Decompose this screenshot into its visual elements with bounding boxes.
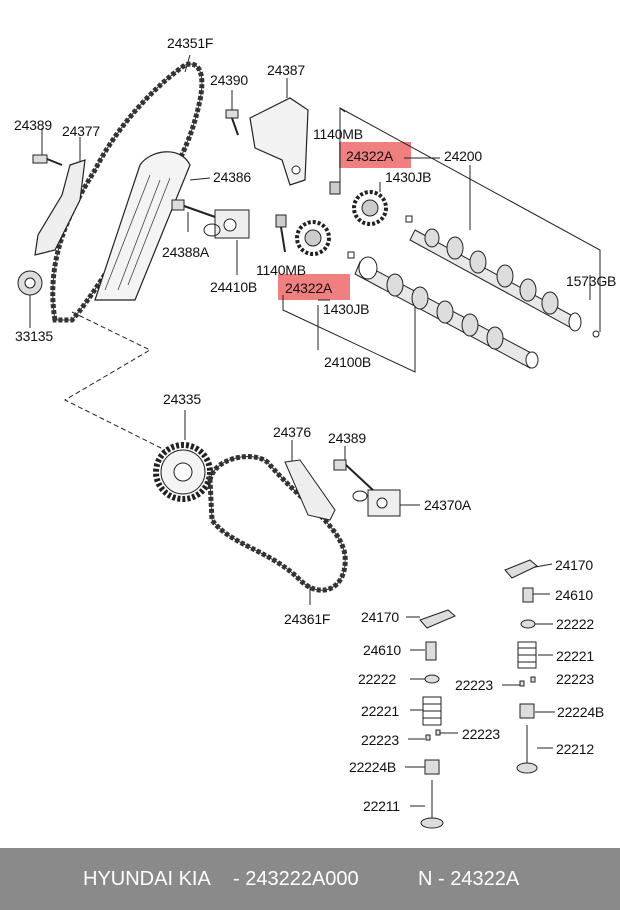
label-24335: 24335 xyxy=(163,391,201,407)
label-24410B: 24410B xyxy=(210,279,258,295)
label-22224B-right: 22224B xyxy=(557,704,605,720)
label-24170-right: 24170 xyxy=(555,557,593,573)
label-24610-left: 24610 xyxy=(363,642,401,658)
label-22223-left: 22223 xyxy=(361,732,399,748)
label-22221-left: 22221 xyxy=(361,703,399,719)
label-22212: 22212 xyxy=(556,741,594,757)
label-22223-center: 22223 xyxy=(462,726,500,742)
diagram-drawing xyxy=(17,54,601,829)
label-22224B-left: 22224B xyxy=(349,759,397,775)
label-24170-left: 24170 xyxy=(361,609,399,625)
highlight-24322A-mid xyxy=(278,274,350,300)
label-24370A: 24370A xyxy=(424,497,472,513)
label-22211: 22211 xyxy=(363,798,400,814)
footer-bar: HYUNDAI KIA - 243222A000 N - 24322A xyxy=(0,848,620,910)
label-24377: 24377 xyxy=(62,123,100,139)
label-1430JB-top: 1430JB xyxy=(385,169,432,185)
label-24322A-top: 24322A xyxy=(346,148,394,164)
label-24322A-mid: 24322A xyxy=(285,280,333,296)
highlight-24322A-top xyxy=(339,142,411,168)
footer-brand: HYUNDAI KIA xyxy=(83,868,211,890)
label-24388A: 24388A xyxy=(162,244,210,260)
label-22221-right: 22221 xyxy=(556,648,594,664)
label-22223-right: 22223 xyxy=(556,671,594,687)
label-1140MB-top: 1140MB xyxy=(313,126,363,142)
label-24387: 24387 xyxy=(267,62,305,78)
label-24100B: 24100B xyxy=(324,354,372,370)
label-24200: 24200 xyxy=(444,148,482,164)
label-24376: 24376 xyxy=(273,424,311,440)
label-24390: 24390 xyxy=(210,72,248,88)
exploded-parts-diagram: 24351F 24390 24387 24389 24377 1140MB 24… xyxy=(14,35,617,829)
footer-part-number: - 243222A000 xyxy=(233,868,359,890)
label-1430JB-mid: 1430JB xyxy=(323,301,370,317)
label-1140MB-mid: 1140MB xyxy=(256,262,306,278)
footer-ref: N - 24322A xyxy=(418,868,520,890)
label-24389-upper: 24389 xyxy=(14,117,52,133)
label-24361F: 24361F xyxy=(284,611,331,627)
label-33135: 33135 xyxy=(15,328,53,344)
label-22222-right: 22222 xyxy=(556,616,594,632)
label-24610-right: 24610 xyxy=(555,587,593,603)
label-1573GB: 1573GB xyxy=(566,273,617,289)
label-22222-left: 22222 xyxy=(358,671,396,687)
label-24386: 24386 xyxy=(213,169,251,185)
label-24389-lower: 24389 xyxy=(328,430,366,446)
label-24351F: 24351F xyxy=(167,35,214,51)
label-22223-middle: 22223 xyxy=(455,677,493,693)
